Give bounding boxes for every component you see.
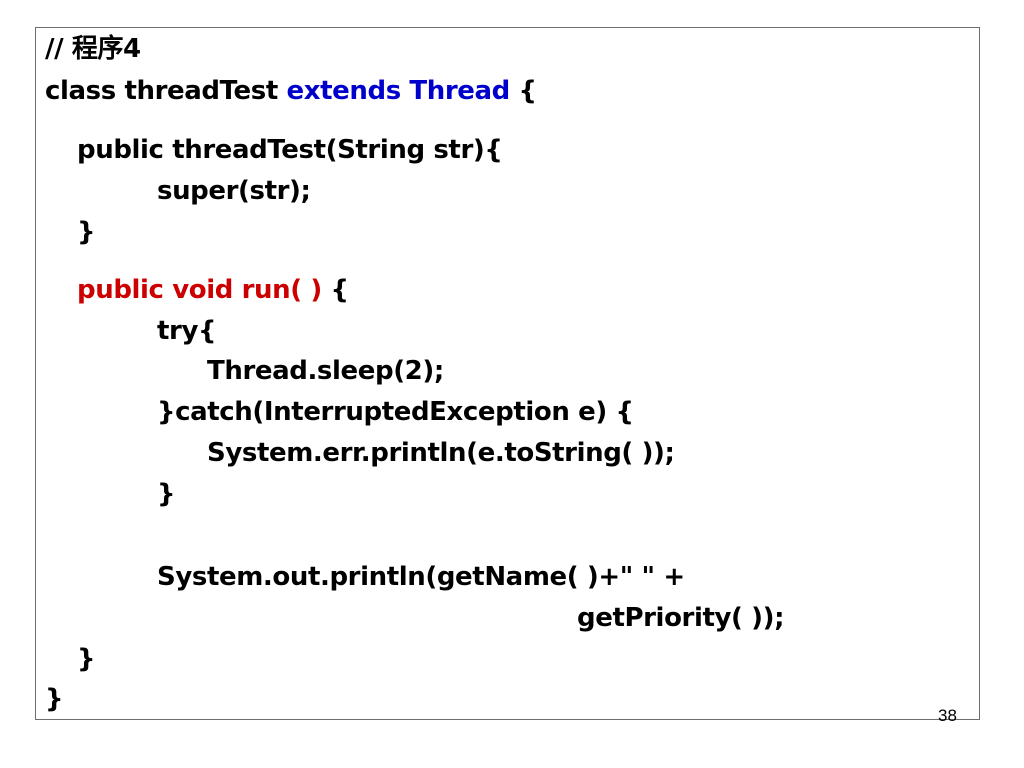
err-println: System.err.println(e.toString( ));: [207, 438, 675, 468]
slide-frame: [35, 27, 980, 720]
class-declaration: class threadTest extends Thread {: [45, 76, 537, 106]
run-declaration: public void run( ) {: [77, 275, 349, 305]
class-declaration-prefix: class threadTest: [45, 76, 287, 106]
class-declaration-suffix: {: [509, 76, 538, 106]
out-println: System.out.println(getName( )+" " +: [157, 562, 685, 592]
catch-close-brace: }: [157, 479, 176, 509]
out-println-continuation: getPriority( ));: [577, 603, 785, 633]
extends-keyword: extends Thread: [286, 76, 511, 106]
sleep-call: Thread.sleep(2);: [207, 356, 444, 386]
code-comment: // 程序4: [45, 34, 141, 64]
try-open: try{: [157, 316, 217, 346]
catch-clause: }catch(InterruptedException e) {: [157, 397, 634, 427]
constructor-body: super(str);: [157, 176, 311, 206]
run-signature: public void run( ): [77, 275, 322, 305]
page-number: 38: [938, 706, 957, 725]
run-close-brace: }: [77, 644, 96, 674]
run-declaration-suffix: {: [321, 275, 350, 305]
class-close-brace: }: [45, 684, 64, 714]
constructor-close-brace: }: [77, 217, 96, 247]
constructor-signature: public threadTest(String str){: [77, 135, 503, 165]
